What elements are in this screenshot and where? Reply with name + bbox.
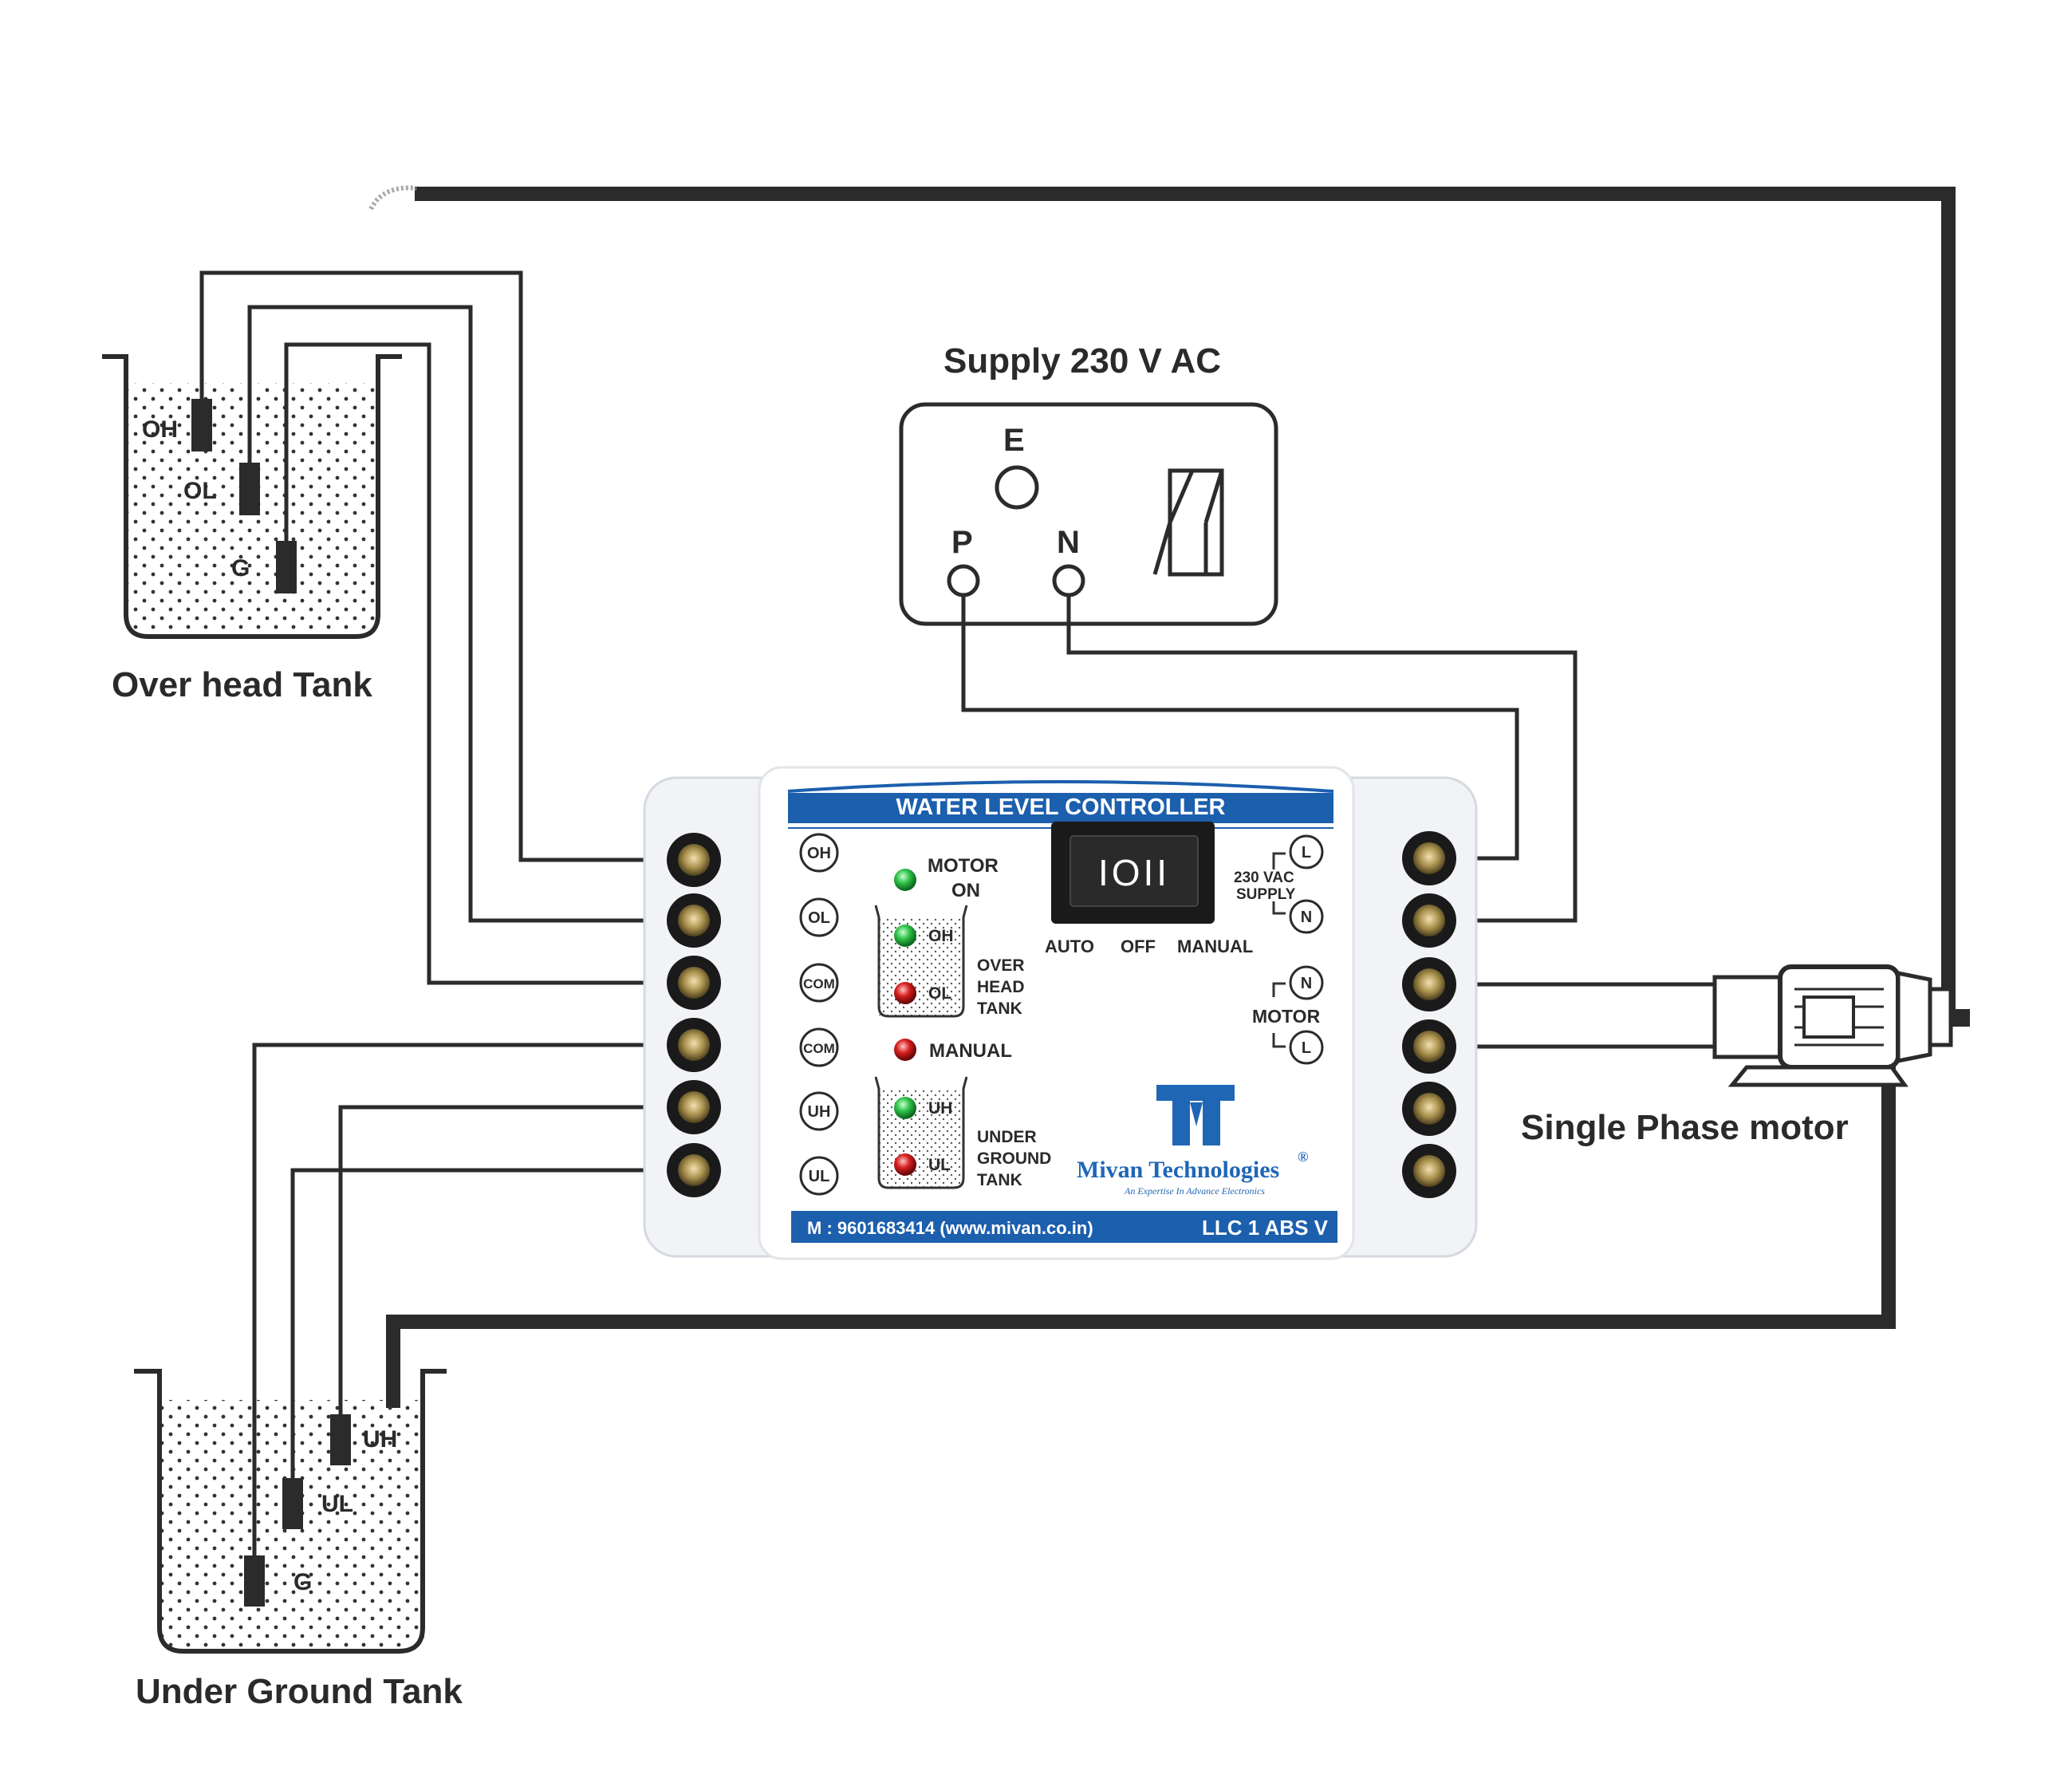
probe-g bbox=[276, 541, 297, 593]
over-head-tank-label-1: OVER bbox=[977, 956, 1025, 975]
switch-off-label: OFF bbox=[1121, 936, 1156, 956]
label-g: G bbox=[231, 555, 250, 582]
screw-terminal-icon[interactable] bbox=[667, 1018, 721, 1072]
pipe-end-frayed bbox=[368, 185, 417, 211]
socket-phase-pin bbox=[947, 564, 980, 597]
under-ground-tank-label-1: UNDER bbox=[977, 1128, 1037, 1146]
delivery-pipe bbox=[415, 187, 1956, 1025]
wiring bbox=[199, 270, 1715, 1555]
terminal-label-uh: UH bbox=[808, 1103, 831, 1121]
probe-uh bbox=[330, 1414, 351, 1465]
motor-icon bbox=[1712, 964, 1970, 1087]
screw-terminal-icon[interactable] bbox=[667, 956, 721, 1010]
left-screw-terminals bbox=[667, 833, 721, 1197]
suction-pipe bbox=[386, 1053, 1896, 1408]
brand-tagline: An Expertise In Advance Electronics bbox=[1124, 1185, 1265, 1197]
screw-terminal-icon[interactable] bbox=[1402, 1019, 1456, 1074]
brand-registered: ® bbox=[1298, 1149, 1308, 1165]
switch-manual-label: MANUAL bbox=[1177, 936, 1253, 956]
supply-group-label-1: 230 VAC bbox=[1234, 869, 1294, 886]
over-head-tank-label-3: TANK bbox=[977, 999, 1022, 1018]
motor-label: Single Phase motor bbox=[1521, 1108, 1849, 1147]
socket-p-label: P bbox=[951, 525, 973, 560]
under-ground-tank-label-3: TANK bbox=[977, 1171, 1022, 1189]
ul-led bbox=[894, 1153, 916, 1176]
underground-tank-label: Under Ground Tank bbox=[136, 1672, 463, 1711]
motor-on-led bbox=[894, 869, 916, 891]
supply-title: Supply 230 V AC bbox=[943, 341, 1221, 380]
motor-on-label-1: MOTOR bbox=[928, 855, 999, 877]
screw-terminal-icon[interactable] bbox=[667, 833, 721, 887]
socket-n-label: N bbox=[1057, 525, 1080, 560]
screw-terminal-icon[interactable] bbox=[667, 1143, 721, 1197]
socket-earth-pin bbox=[995, 465, 1039, 510]
right-screw-terminals bbox=[1402, 831, 1456, 1198]
terminal-label-ol: OL bbox=[808, 909, 830, 927]
ol-led bbox=[894, 982, 916, 1004]
ul-led-label: UL bbox=[928, 1156, 951, 1174]
label-g-ug: G bbox=[293, 1569, 312, 1595]
motor-group-label: MOTOR bbox=[1252, 1006, 1321, 1027]
probe-ol bbox=[239, 463, 260, 515]
screw-terminal-icon[interactable] bbox=[667, 1080, 721, 1134]
screw-terminal-icon[interactable] bbox=[1402, 831, 1456, 885]
underground-tank: UH UL G bbox=[134, 1369, 447, 1654]
socket-switch-icon bbox=[1152, 468, 1224, 577]
oh-led-label: OH bbox=[928, 927, 954, 945]
left-terminal-labels: OH OL COM COM UH UL bbox=[799, 833, 839, 1196]
supply-terminal-n: N bbox=[1301, 909, 1312, 926]
screw-terminal-icon[interactable] bbox=[1402, 957, 1456, 1011]
socket-e-label: E bbox=[1003, 423, 1025, 458]
controller-banner: WATER LEVEL CONTROLLER bbox=[896, 794, 1226, 820]
label-uh: UH bbox=[363, 1426, 397, 1453]
under-ground-tank-label-2: GROUND bbox=[977, 1149, 1051, 1168]
brand-name: Mivan Technologies bbox=[1077, 1157, 1279, 1183]
mivan-logo-icon bbox=[1156, 1085, 1235, 1145]
label-ol: OL bbox=[183, 478, 217, 504]
supply-socket: E P N bbox=[899, 402, 1278, 626]
screw-terminal-icon[interactable] bbox=[667, 893, 721, 948]
overhead-tank-indicator: OH OL bbox=[874, 905, 968, 1018]
terminal-label-oh: OH bbox=[807, 845, 831, 862]
screw-terminal-icon[interactable] bbox=[1402, 1082, 1456, 1136]
manual-led-label: MANUAL bbox=[929, 1040, 1012, 1062]
terminal-label-ul: UL bbox=[809, 1168, 830, 1185]
label-ul: UL bbox=[321, 1491, 353, 1517]
supply-terminal-l: L bbox=[1302, 844, 1311, 861]
terminal-label-com-2: COM bbox=[803, 1041, 835, 1056]
motor-terminal-n: N bbox=[1301, 975, 1312, 992]
supply-group-label-2: SUPPLY bbox=[1236, 886, 1296, 903]
over-head-tank-label-2: HEAD bbox=[977, 978, 1025, 996]
label-oh: OH bbox=[142, 416, 178, 443]
screw-terminal-icon[interactable] bbox=[1402, 893, 1456, 948]
manual-led bbox=[894, 1039, 916, 1061]
screw-terminal-icon[interactable] bbox=[1402, 1144, 1456, 1198]
water-level-controller: WATER LEVEL CONTROLLER OH OL COM COM UH … bbox=[643, 766, 1478, 1260]
uh-led bbox=[894, 1097, 916, 1119]
switch-auto-label: AUTO bbox=[1045, 936, 1094, 956]
footer-contact: M : 9601683414 (www.mivan.co.in) bbox=[807, 1218, 1093, 1238]
motor-on-label-2: ON bbox=[951, 880, 980, 901]
rocker-switch-icon[interactable]: IOII bbox=[1051, 822, 1215, 924]
ol-led-label: OL bbox=[928, 984, 951, 1003]
underground-tank-indicator: UH UL bbox=[874, 1076, 968, 1189]
switch-symbol: IOII bbox=[1098, 852, 1170, 893]
overhead-tank: OH OL G bbox=[102, 354, 402, 639]
uh-led-label: UH bbox=[928, 1099, 952, 1118]
probe-ul bbox=[282, 1478, 303, 1529]
motor-terminal-l: L bbox=[1302, 1039, 1311, 1057]
terminal-label-com-1: COM bbox=[803, 976, 835, 992]
overhead-tank-label: Over head Tank bbox=[112, 665, 372, 704]
probe-oh bbox=[191, 399, 212, 451]
probe-g-ug bbox=[244, 1555, 265, 1607]
footer-model: LLC 1 ABS V bbox=[1202, 1216, 1329, 1240]
socket-neutral-pin bbox=[1052, 564, 1085, 597]
oh-led bbox=[894, 925, 916, 947]
